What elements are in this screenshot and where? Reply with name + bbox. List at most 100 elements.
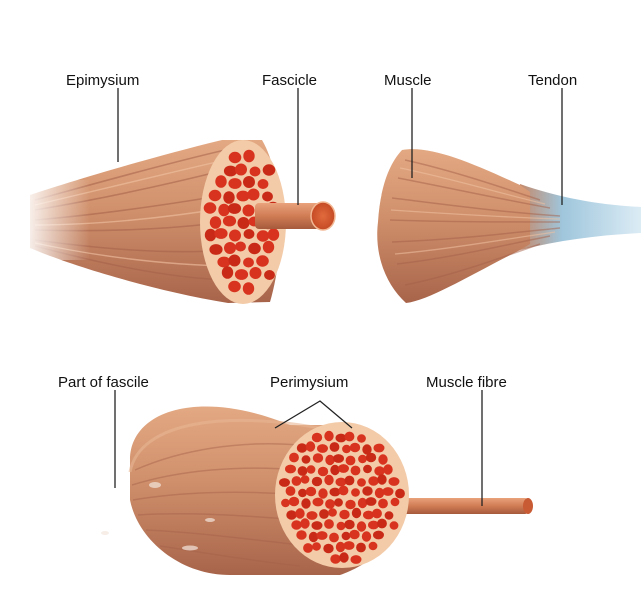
muscle-fibre-cell: [313, 498, 324, 507]
muscle-right: [377, 149, 641, 303]
muscle-fibre-cell: [317, 531, 328, 540]
muscle-fibre-cell: [248, 243, 261, 254]
muscle-fibre-cell: [351, 488, 360, 496]
tendon-label: Tendon: [528, 72, 577, 90]
muscle-fibre-cell: [325, 455, 334, 465]
muscle-fibre-cell: [324, 431, 333, 441]
muscle-fibre-cell: [319, 509, 329, 519]
muscle-fibre-cell: [238, 217, 250, 229]
muscle-fibre-cell: [295, 508, 304, 518]
muscle-fibre-cell: [224, 166, 237, 177]
muscle-fibre-label: Muscle fibre: [426, 374, 507, 392]
muscle-fibre-cell: [223, 191, 234, 204]
muscle-fibre-cell: [377, 474, 386, 484]
muscle-fibre-cell: [344, 541, 355, 550]
muscle-fibre-cell: [345, 476, 355, 486]
muscle-fibre-cell: [383, 487, 394, 496]
muscle-fibre-cell: [250, 267, 262, 279]
muscle-fibre-cell: [301, 498, 310, 508]
muscle-fibre-cell: [328, 508, 337, 516]
muscle-fibre-cell: [298, 466, 308, 476]
muscle-fibre-cell: [333, 454, 344, 463]
muscle-fibre-cell: [318, 488, 327, 498]
muscle-fibre-cell: [373, 531, 384, 540]
muscle-fibre-cell: [236, 191, 249, 202]
muscle-fibre-cell: [385, 511, 394, 519]
muscle-fibre-cell: [356, 543, 366, 553]
muscle-fibre-cell: [374, 444, 385, 453]
muscle-fibre-cell: [358, 498, 367, 508]
muscle-fibre-cell: [358, 455, 367, 463]
muscle-fibre-cell: [389, 477, 400, 486]
muscle-fibre-cell: [243, 150, 254, 163]
muscle-fibre-cell: [374, 466, 384, 475]
muscle-fibre-cell: [292, 476, 302, 486]
muscle-fibre-cell: [357, 478, 366, 486]
muscle-fibre-cell: [391, 498, 400, 506]
muscle-fibre-cell: [289, 453, 299, 463]
muscle-fibre-cell: [330, 465, 339, 475]
muscle-fibre-cell: [243, 176, 255, 188]
muscle-fibre-cell: [281, 499, 290, 507]
muscle-fibre-cell: [312, 521, 323, 530]
muscle-fibre-cell: [362, 486, 372, 495]
muscle-label: Muscle: [384, 72, 432, 90]
muscle-fibre-cell: [366, 453, 376, 462]
muscle-fibre-cell: [390, 521, 399, 529]
muscle-fibre-cell: [286, 486, 296, 496]
muscle-fibre-cell: [235, 164, 247, 176]
muscle-fibre-cell: [329, 533, 339, 543]
muscle-fibre-cell: [307, 465, 316, 473]
muscle-fibre-cell: [377, 519, 387, 529]
fascicle-label: Fascicle: [262, 72, 317, 90]
muscle-fibre-cell: [297, 443, 307, 452]
muscle-fibre-cell: [301, 475, 310, 483]
muscle-fibre-cell: [257, 230, 270, 241]
muscle-fibre-cell: [342, 445, 351, 453]
muscle-fibre-cell: [223, 216, 236, 227]
muscle-fibre-cell: [306, 441, 315, 451]
muscle-fibre-cell: [300, 518, 309, 528]
muscle-fibre-cell: [285, 465, 296, 474]
fascicle-bottom: [101, 406, 533, 575]
muscle-fibre-cell: [307, 511, 318, 520]
muscle-fibre-cell: [325, 499, 335, 509]
muscle-fibre-cell: [228, 178, 241, 189]
muscle-fibre-cell: [330, 554, 340, 563]
muscle-fibre-cell: [312, 433, 322, 442]
muscle-fibre-cell: [312, 477, 322, 486]
muscle-fibre-cell: [357, 521, 366, 531]
muscle-fibre-cell: [302, 455, 311, 463]
muscle-fibre-cell: [306, 487, 316, 496]
muscle-fibre-cell: [339, 510, 349, 519]
muscle-fibre-cell: [268, 228, 279, 241]
muscle-fibre-cell: [229, 230, 241, 242]
muscle-fibre-cell: [205, 229, 216, 242]
muscle-fibre-cell: [248, 189, 260, 201]
muscle-fibre-cell: [350, 443, 360, 452]
muscle-fibre-cell: [339, 552, 348, 562]
perimysium-label: Perimysium: [270, 374, 348, 392]
muscle-fibre-cell: [264, 270, 275, 280]
muscle-fibre-cell: [346, 456, 356, 466]
muscle-fibre-cell: [229, 152, 242, 163]
muscle-fibre-cell: [378, 454, 387, 464]
muscle-fibre-cell: [345, 500, 355, 509]
muscle-fibre-cell: [204, 202, 217, 213]
muscle-fibre-cell: [209, 244, 222, 255]
muscle-fibre-cell: [352, 508, 361, 518]
muscle-fibre-cell: [214, 228, 227, 239]
muscle-fibre-cell: [324, 475, 333, 485]
muscle-fibre-cell: [256, 255, 269, 266]
muscle-fibre-cell: [368, 476, 378, 485]
muscle-fibre-cell: [338, 464, 349, 473]
muscle-fibre-cell: [243, 258, 254, 268]
muscle-fibre-cell: [279, 478, 290, 487]
muscle-fibre-cell: [296, 530, 306, 539]
muscle-fibre-cell: [229, 255, 241, 267]
muscle-left-cut: [20, 140, 335, 304]
muscle-fibre-cell: [366, 497, 377, 506]
muscle-fibre-cell: [339, 486, 349, 496]
muscle-fibre-cell: [363, 465, 372, 473]
